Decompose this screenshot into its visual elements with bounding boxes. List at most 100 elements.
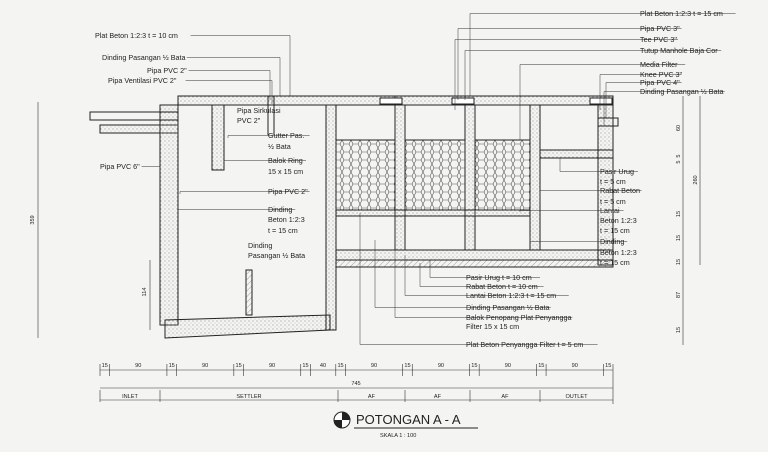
- dim-segment-label: 15: [404, 363, 410, 369]
- leader-gutter-1: [227, 135, 310, 138]
- callout-dinding-pasangan-top: Dinding Pasangan ½ Bata: [102, 53, 186, 62]
- filter-media-1: [335, 139, 396, 211]
- dim-right-segment: 5: [676, 154, 682, 157]
- af-partition-2: [464, 104, 476, 251]
- dimension-lines: [37, 96, 701, 401]
- leader-rabat-beton-10: [419, 263, 544, 287]
- zone-label-settler: SETTLER: [236, 394, 261, 400]
- callout-media-filter: Media Filter: [640, 60, 678, 69]
- left-wall: [159, 104, 179, 326]
- callout-dinding-r3: t = 15 cm: [600, 258, 630, 267]
- callout-rabat-beton-10: Rabat Beton t = 10 cm: [466, 282, 538, 291]
- zone-label-af: AF: [501, 394, 509, 400]
- dim-right-total: 260: [693, 175, 699, 184]
- zone-label-inlet: INLET: [122, 394, 138, 400]
- leader-balok-ring-1: [223, 160, 306, 163]
- leader-dinding-r1: [529, 235, 628, 242]
- dim-segment-label: 15: [235, 363, 241, 369]
- leader-dinding-pasangan-right: [603, 91, 725, 125]
- zone-label-af: AF: [434, 394, 442, 400]
- callout-gutter-1: Gutter Pas.: [268, 131, 304, 140]
- filter-media-2: [404, 139, 466, 211]
- leader-tee-pvc-3: [454, 39, 678, 110]
- af-partition-1: [394, 104, 406, 251]
- callout-gutter-2: ½ Bata: [268, 142, 291, 151]
- manhole-1: [379, 97, 403, 105]
- af-floor: [335, 249, 614, 261]
- leader-pasir-urug-10: [429, 260, 540, 278]
- leader-dinding-pasangan-bot: [374, 240, 551, 308]
- dim-right-segment: 87: [676, 292, 682, 298]
- leader-plat-beton-15: [469, 13, 736, 96]
- dim-segment-label: 90: [371, 363, 377, 369]
- callout-balok-penopang-1: Balok Penopang Plat Penyangga: [466, 313, 572, 322]
- dim-segment-label: 15: [538, 363, 544, 369]
- callout-lantai-r3: t = 15 cm: [600, 226, 630, 235]
- leader-lantai-r1: [519, 210, 624, 212]
- dim-segment-label: 90: [572, 363, 578, 369]
- leader-lines: [141, 13, 736, 345]
- callout-plat-penyangga: Plat Beton Penyangga Filter t = 5 cm: [466, 340, 583, 349]
- dim-right-segment: 15: [676, 259, 682, 265]
- drawing-scale: SKALA 1 : 100: [380, 433, 416, 439]
- dim-segment-label: 15: [302, 363, 308, 369]
- leader-pipa-pvc-6: [141, 166, 161, 169]
- leader-plat-beton-top-left: [190, 35, 291, 96]
- leader-knee-pvc-3: [599, 74, 682, 110]
- dim-left-total: 359: [30, 215, 36, 224]
- callout-plat-beton-15: Plat Beton 1:2:3 t = 15 cm: [640, 9, 723, 18]
- title-block: POTONGAN A - A SKALA 1 : 100: [333, 411, 478, 439]
- dim-segment-label: 15: [337, 363, 343, 369]
- callout-pipa-sirkulasi-1: Pipa Sirkulasi: [237, 106, 281, 115]
- leader-pipa-pvc-2-top: [188, 70, 271, 100]
- callout-pipa-ventilasi: Pipa Ventilasi PVC 2": [108, 76, 177, 85]
- callout-balok-penopang-2: Filter 15 x 15 cm: [466, 322, 519, 331]
- callout-pipa-sirkulasi-2: PVC 2": [237, 116, 261, 125]
- dim-segment-label: 15: [605, 363, 611, 369]
- leader-tutup-manhole: [464, 50, 722, 100]
- leader-pipa-pvc-3: [457, 28, 682, 100]
- settler-bata-wall: [245, 269, 253, 316]
- callout-pipa-pvc-6: Pipa PVC 6": [100, 162, 140, 171]
- dim-segment-label: 40: [320, 363, 326, 369]
- zone-label-af: AF: [368, 394, 376, 400]
- leader-dinding-pasangan-top: [186, 57, 281, 96]
- dim-right-segment: 15: [676, 235, 682, 241]
- callout-dinding-beton-1: Dinding: [268, 205, 292, 214]
- leader-pipa-pvc-4: [605, 82, 682, 118]
- dim-segment-label: 15: [471, 363, 477, 369]
- dim-segment-label: 15: [169, 363, 175, 369]
- callout-pasir-urug-10: Pasir Urug t = 10 cm: [466, 273, 532, 282]
- dim-segment-label: 90: [202, 363, 208, 369]
- dim-segment-label: 15: [102, 363, 108, 369]
- callout-plat-beton-top-left: Plat Beton 1:2:3 t = 10 cm: [95, 31, 178, 40]
- outlet-pipe: [597, 117, 619, 127]
- callout-dinding-beton-2: Beton 1:2:3: [268, 215, 305, 224]
- callout-knee-pvc-3: Knee PVC 3": [640, 70, 683, 79]
- filter-media-3: [474, 139, 531, 211]
- manhole-2: [451, 97, 475, 105]
- leader-rabat-beton-r1: [539, 190, 642, 205]
- drawing-title: POTONGAN A - A: [356, 412, 461, 427]
- tank-structure: [89, 95, 619, 339]
- callout-pipa-pvc-2-top: Pipa PVC 2": [147, 66, 187, 75]
- callout-pipa-pvc-2-mid: Pipa PVC 2": [268, 187, 308, 196]
- settler-partition: [325, 104, 337, 331]
- callout-dinding-r2: Beton 1:2:3: [600, 248, 637, 257]
- dim-total: 745: [351, 381, 360, 387]
- callout-tee-pvc-3: Tee PVC 3": [640, 35, 677, 44]
- zone-label-outlet: OUTLET: [565, 394, 588, 400]
- dim-right-segment: 60: [676, 125, 682, 131]
- af-floor-base: [335, 259, 614, 268]
- callout-lantai-beton-15: Lantai Beton 1:2:3 t = 15 cm: [466, 291, 556, 300]
- dim-segment-label: 90: [438, 363, 444, 369]
- support-slab: [335, 209, 531, 217]
- leader-pasir-urug-r1: [559, 158, 638, 172]
- callout-pasir-urug-r2: t = 5 cm: [600, 177, 626, 186]
- leader-plat-penyangga: [359, 213, 598, 345]
- callout-dinding-beton-3: t = 15 cm: [268, 226, 298, 235]
- callout-dinding-pasangan-right: Dinding Pasangan ½ Bata: [640, 87, 724, 96]
- callout-pipa-pvc-4: Pipa PVC 4": [640, 78, 680, 87]
